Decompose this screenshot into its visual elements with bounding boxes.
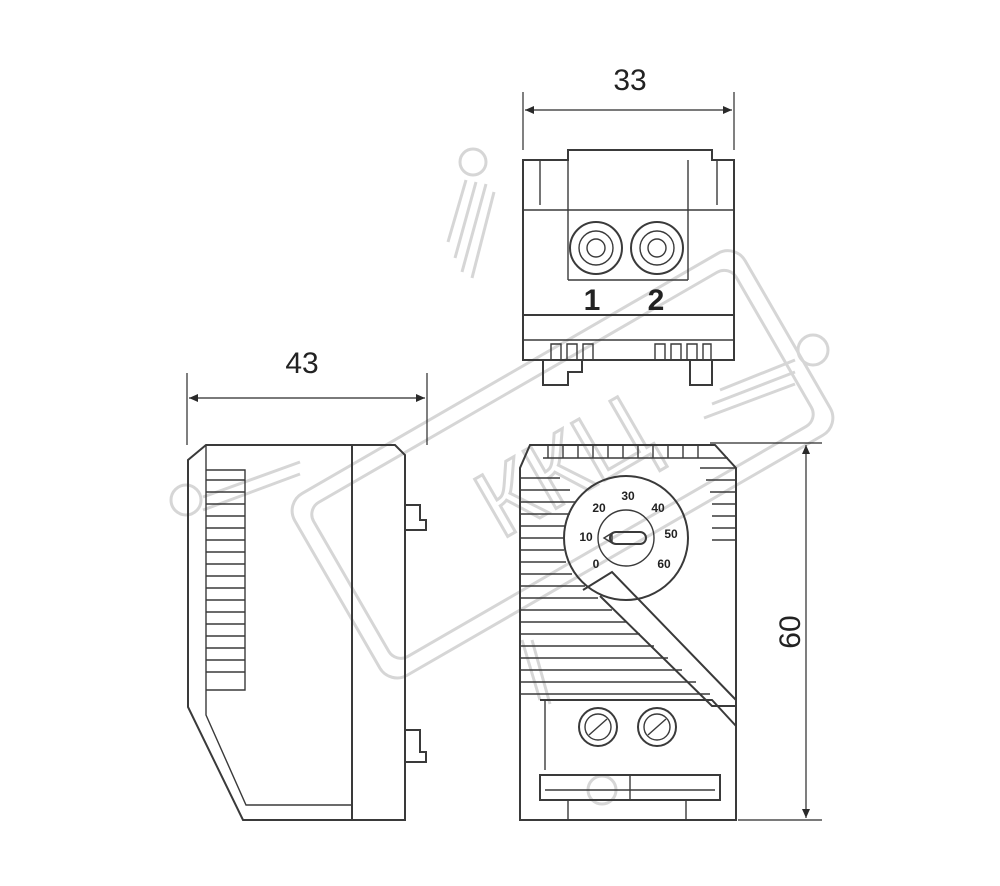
dial-mark-20: 20 [592, 501, 606, 515]
screw-1-icon[interactable] [578, 707, 618, 747]
watermark: ККЦ [169, 147, 835, 806]
dial-mark-0: 0 [593, 557, 600, 571]
top-view: 33 1 2 [522, 64, 735, 386]
width-dimension-label: 33 [613, 64, 646, 97]
dial-mark-40: 40 [651, 501, 665, 515]
dial-mark-50: 50 [664, 527, 678, 541]
front-vents [520, 467, 736, 695]
terminal-2-icon [630, 221, 684, 275]
height-dimension-label: 60 [774, 615, 807, 648]
side-view: 43 [186, 347, 428, 821]
screw-2-icon[interactable] [637, 707, 677, 747]
terminal-2-label: 2 [648, 284, 665, 317]
front-view: 60 [519, 442, 822, 821]
terminal-1-icon [569, 221, 623, 275]
terminal-1-label: 1 [584, 284, 601, 317]
temperature-dial[interactable]: 0 10 20 30 40 50 60 [563, 475, 689, 601]
depth-dimension-label: 43 [285, 347, 318, 380]
dial-pointer-icon [602, 531, 613, 545]
dial-mark-10: 10 [579, 530, 593, 544]
dial-mark-30: 30 [621, 489, 635, 503]
side-vents [206, 469, 246, 691]
dial-mark-60: 60 [657, 557, 671, 571]
